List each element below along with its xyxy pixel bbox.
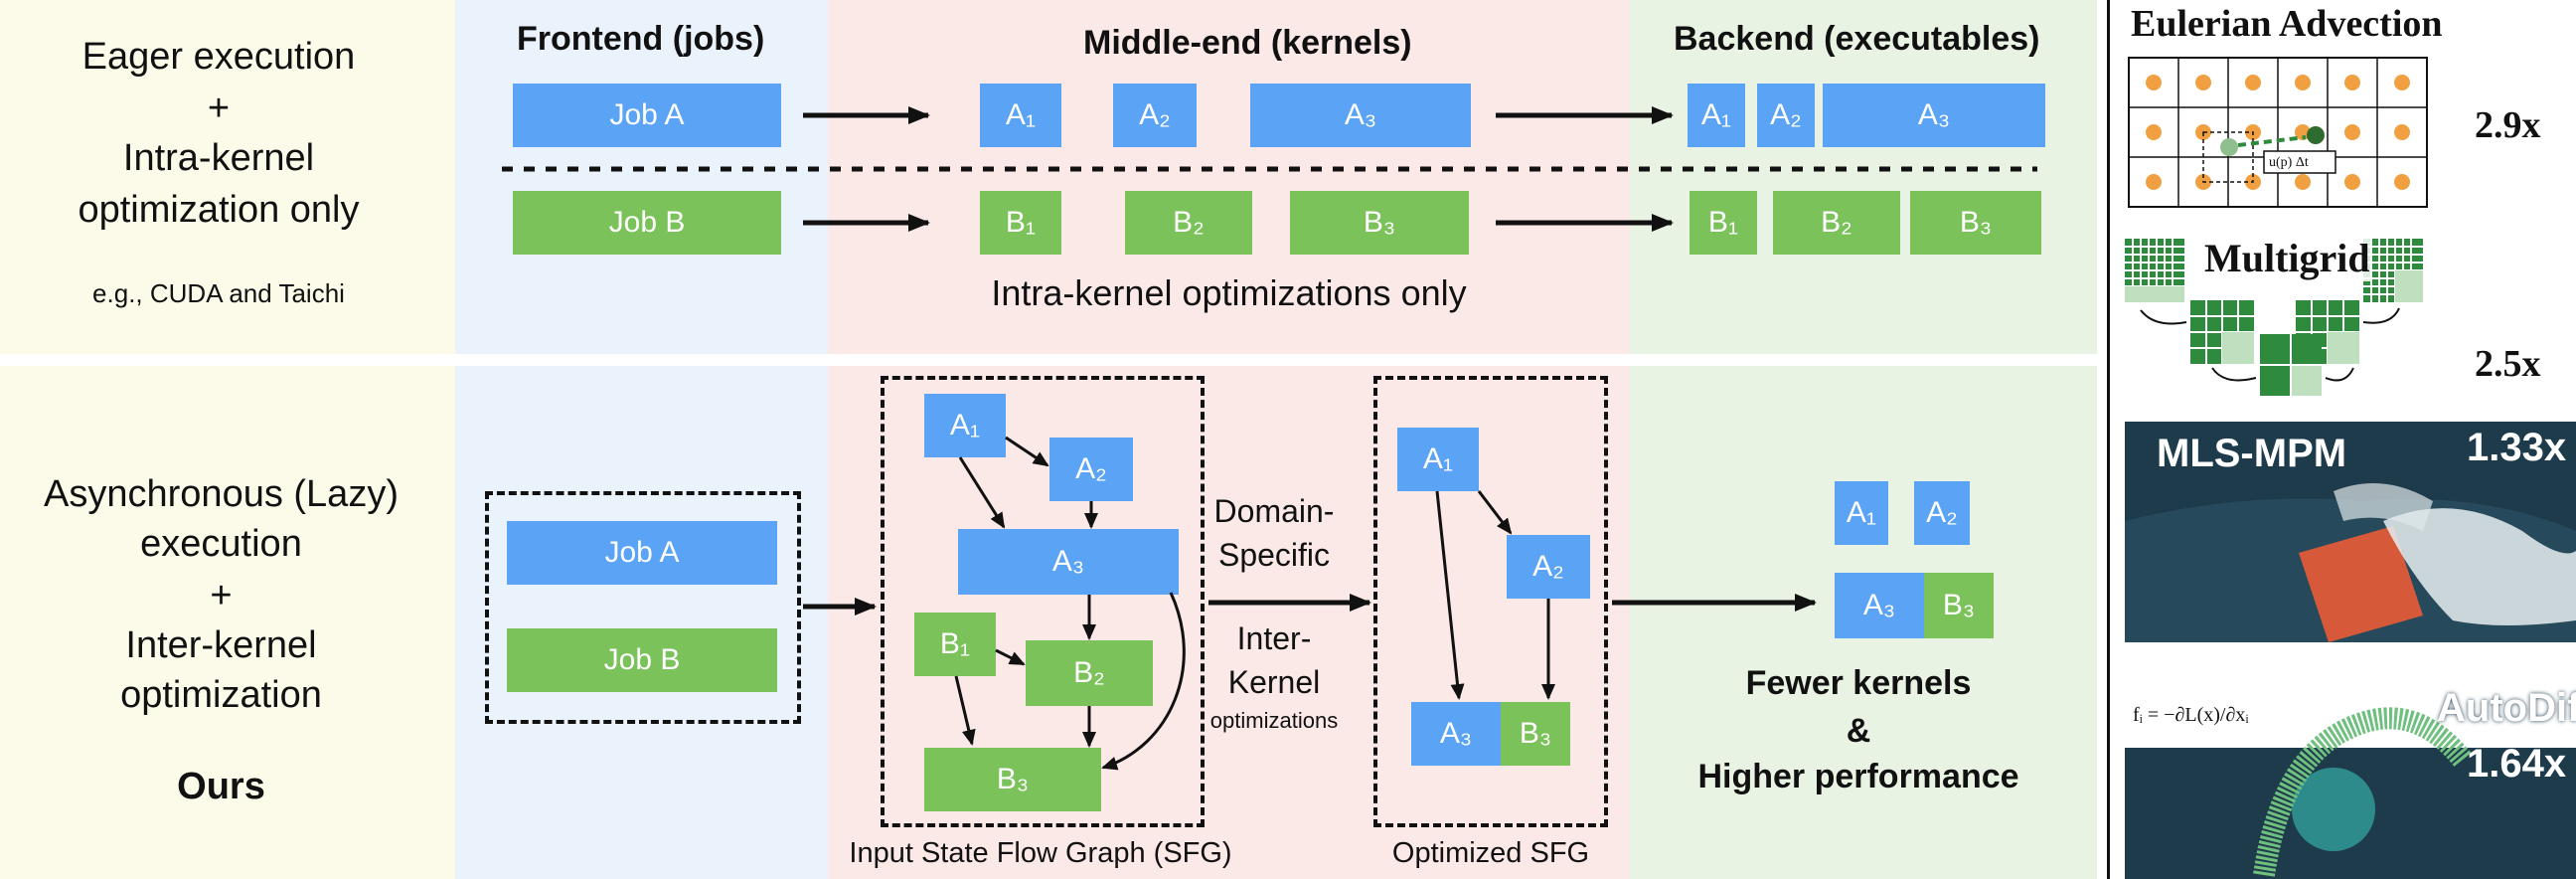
mls-mpm-panel — [2125, 422, 2576, 642]
top-arrows — [502, 106, 2037, 232]
header-frontend: Frontend (jobs) — [517, 20, 765, 58]
opt-node-a3: A₃ — [1411, 702, 1501, 766]
mls-mpm-title: MLS-MPM — [2157, 432, 2347, 475]
input-sfg-box — [881, 376, 1205, 827]
left-panel-bottom — [0, 366, 455, 879]
eulerian-speedup: 2.9x — [2475, 104, 2541, 146]
sfg-node-b2: B₂ — [1026, 640, 1153, 706]
ds-label-line1: Domain- — [1213, 493, 1335, 529]
edge-a1-a3 — [958, 456, 1006, 529]
ds-label-line3: Inter- — [1236, 620, 1312, 656]
opt-node-b3: B₃ — [1501, 702, 1570, 766]
edge-b1-b3 — [954, 675, 976, 746]
edge-b1-b2 — [995, 648, 1026, 666]
async-caption-line5: optimization — [120, 674, 322, 716]
exec-b3: B₃ — [1910, 191, 2041, 255]
left-panel-top — [0, 0, 455, 354]
input-sfg-caption: Input State Flow Graph (SFG) — [849, 837, 1232, 869]
eager-caption-example: e.g., CUDA and Taichi — [92, 278, 345, 308]
optimized-sfg-box — [1373, 376, 1608, 827]
frontend-bg-top — [455, 0, 828, 354]
sfg-node-a3: A₃ — [958, 529, 1179, 595]
opt-edge-a1-a2 — [1477, 490, 1513, 535]
eager-caption-line4: optimization only — [78, 189, 360, 231]
eulerian-grid-illustration — [2128, 57, 2428, 208]
kernel-b1: B₁ — [980, 191, 1061, 255]
eager-caption-line3: Intra-kernel — [122, 137, 315, 179]
bottom-job-a: Job A — [507, 521, 777, 585]
ds-label-line5: optimizations — [1209, 708, 1339, 733]
async-caption-line1: Asynchronous (Lazy) — [44, 473, 399, 515]
ours-label: Ours — [177, 766, 265, 807]
result-line2: & — [1846, 712, 1871, 750]
backend-bg-top — [1630, 0, 2097, 354]
optimized-sfg-caption: Optimized SFG — [1391, 837, 1590, 869]
bottom-job-b: Job B — [507, 628, 777, 692]
edge-a3-b3-curve — [1101, 592, 1186, 771]
edge-a1-a2 — [1005, 436, 1049, 467]
bottom-arrows — [803, 436, 1817, 771]
eager-caption-line1: Eager execution — [81, 36, 356, 78]
exec-b1: B₁ — [1690, 191, 1757, 255]
final-node-a2: A₂ — [1914, 481, 1970, 545]
eager-caption-line2: + — [207, 88, 231, 129]
kernel-b3: B₃ — [1290, 191, 1469, 255]
kernel-b2: B₂ — [1125, 191, 1252, 255]
sfg-node-b3: B₃ — [924, 748, 1101, 811]
opt-edge-a1-a3 — [1435, 490, 1465, 700]
async-caption-line3: + — [210, 575, 233, 616]
final-node-b3: B₃ — [1924, 573, 1994, 638]
autodiff-formula: fᵢ = −∂L(x)/∂xᵢ — [2133, 704, 2249, 726]
middle-bg-top — [828, 0, 1630, 354]
autodiff-illustration — [2253, 707, 2472, 877]
sfg-node-a1: A₁ — [924, 394, 1006, 457]
header-backend: Backend (executables) — [1674, 20, 2040, 58]
exec-a2: A₂ — [1757, 84, 1815, 147]
intra-kernel-caption: Intra-kernel optimizations only — [991, 272, 1467, 313]
final-node-a1: A₁ — [1835, 481, 1888, 545]
header-middle: Middle-end (kernels) — [1083, 24, 1412, 62]
autodiff-title: AutoDiff — [2437, 686, 2576, 730]
jobs-dashed-box — [485, 491, 801, 724]
sfg-node-a2: A₂ — [1049, 438, 1133, 501]
final-node-a3: A₃ — [1835, 573, 1924, 638]
frontend-bg-bottom — [455, 366, 828, 879]
eulerian-title: Eulerian Advection — [2131, 3, 2443, 45]
job-a-block: Job A — [513, 84, 781, 147]
autodiff-speedup: 1.64x — [2467, 742, 2567, 786]
result-line1: Fewer kernels — [1745, 664, 1972, 702]
vertical-divider — [2107, 0, 2110, 879]
exec-a1: A₁ — [1688, 84, 1745, 147]
result-line3: Higher performance — [1697, 758, 2019, 795]
async-caption-line4: Inter-kernel — [125, 624, 317, 666]
mls-mpm-speedup: 1.33x — [2467, 426, 2567, 469]
exec-a3: A₃ — [1823, 84, 2045, 147]
opt-node-a2: A₂ — [1507, 535, 1590, 599]
eulerian-formula: u(p) Δt — [2269, 155, 2309, 170]
exec-b2: B₂ — [1773, 191, 1900, 255]
job-b-block: Job B — [513, 191, 781, 255]
ds-label-line2: Specific — [1217, 537, 1331, 573]
sfg-node-b1: B₁ — [914, 613, 996, 676]
async-caption-line2: execution — [140, 523, 302, 565]
mls-mpm-illustration — [2125, 422, 2576, 642]
multigrid-title: Multigrid — [2204, 235, 2370, 281]
multigrid-speedup: 2.5x — [2475, 343, 2541, 385]
kernel-a2: A₂ — [1113, 84, 1197, 147]
multigrid-illustration — [2125, 239, 2423, 396]
opt-node-a1: A₁ — [1397, 428, 1479, 491]
ds-label-line4: Kernel — [1227, 664, 1321, 700]
kernel-a1: A₁ — [980, 84, 1061, 147]
kernel-a3: A₃ — [1250, 84, 1471, 147]
